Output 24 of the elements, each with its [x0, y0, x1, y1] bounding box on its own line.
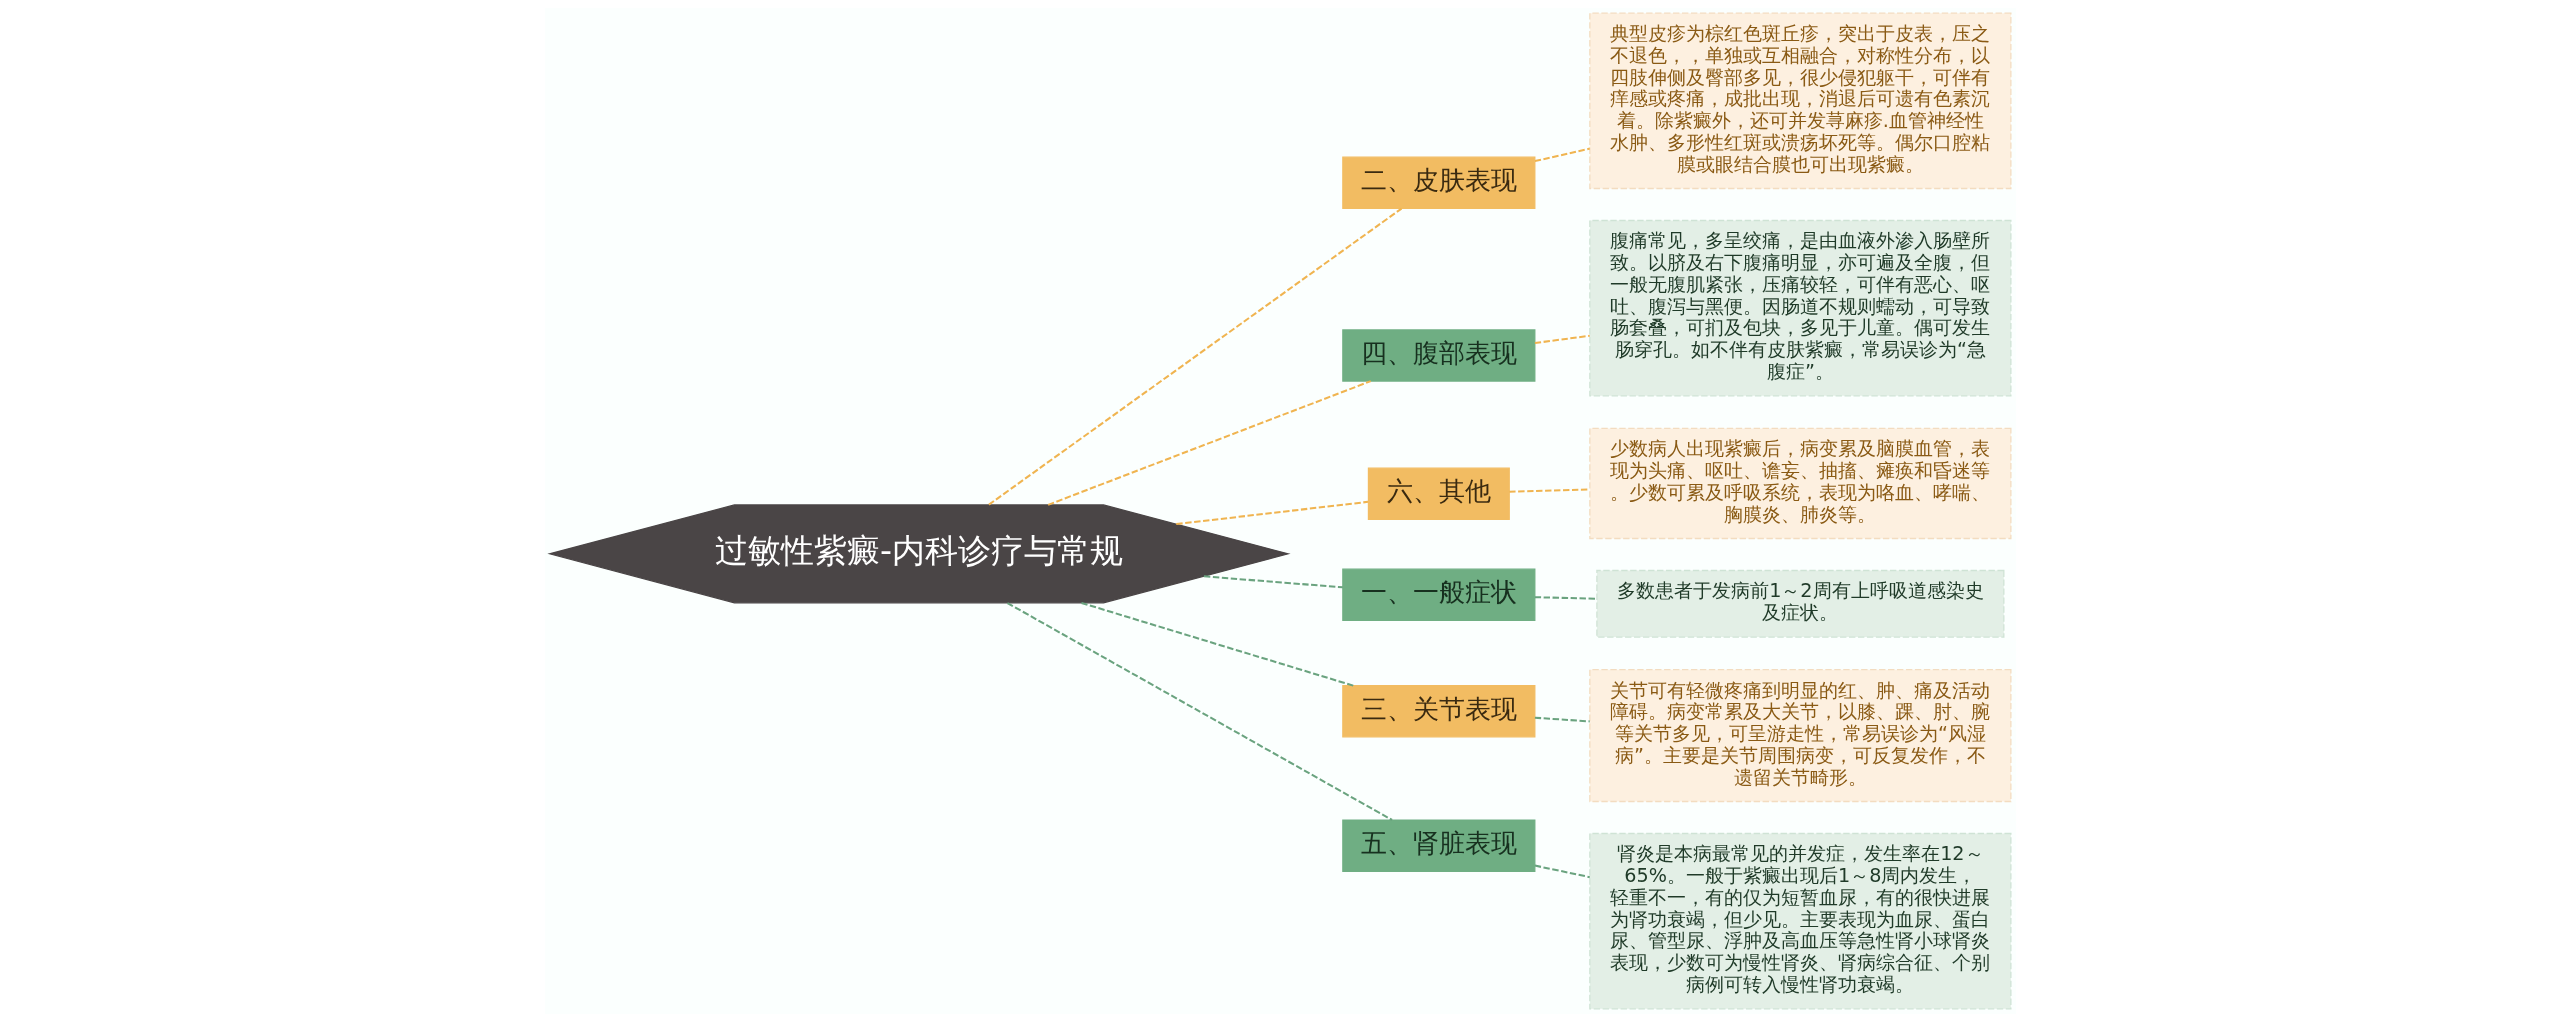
connector: [1534, 864, 1590, 879]
connector: [1534, 596, 1597, 600]
connector: [987, 207, 1402, 506]
connector: [1006, 602, 1393, 821]
connector: [1080, 601, 1354, 687]
connector: [1203, 575, 1343, 589]
connector: [1508, 488, 1590, 493]
node-box: 五、肾脏表现: [1341, 819, 1535, 872]
connector: [1534, 147, 1590, 163]
node-box: 六、其他: [1367, 467, 1510, 520]
node-box: 多数患者于发病前1～2周有上呼吸道感染史及症状。: [1595, 569, 2004, 638]
node-box: 一、一般症状: [1341, 568, 1535, 622]
node-box: 四、腹部表现: [1341, 329, 1535, 382]
connector: [1175, 500, 1368, 526]
connector: [1047, 380, 1371, 506]
node-box: 二、皮肤表现: [1341, 156, 1535, 209]
node-box: 关节可有轻微疼痛到明显的红、肿、痛及活动障碍。病变常累及大关节，以膝、踝、肘、腕等关节多见，可呈游走性，常易误诊为“风湿病”。主要是关节周围病变，可反复发作，不遗留关节畸形。: [1588, 669, 2012, 803]
connector: [1534, 334, 1590, 345]
node-box: 三、关节表现: [1341, 685, 1535, 738]
node-box: 典型皮疹为棕红色斑丘疹，突出于皮表，压之不退色，，单独或互相融合，对称性分布，以四肢伸侧及臀部多见，很少侵犯躯干，可伴有痒感或疼痛，成批出现，消退后可遗有色素沉着。除紫癜外，还可并发荨麻疹.血管神经性水肿、多形性红斑或溃疡坏死等。偶尔口腔粘膜或眼结合膜也可出现紫癜。: [1588, 12, 2012, 190]
node-box: 腹痛常见，多呈绞痛，是由血液外渗入肠壁所致。以脐及右下腹痛明显，亦可遍及全腹，但一般无腹肌紧张，压痛较轻，可伴有恶心、呕吐、腹泻与黑便。因肠道不规则蠕动，可导致肠套叠，可扪及包块，多见于儿童。偶可发生肠穿孔。如不伴有皮肤紫癜，常易误诊为“急腹症”。: [1588, 219, 2012, 397]
connector: [1534, 716, 1590, 723]
node-box: 少数病人出现紫癜后，病变累及脑膜血管，表现为头痛、呕吐、谵妄、抽搐、瘫痪和昏迷等。少数可累及呼吸系统，表现为咯血、哮喘、胸膜炎、肺炎等。: [1588, 427, 2012, 540]
node-box: 肾炎是本病最常见的并发症，发生率在12～65%。一般于紫癜出现后1～8周内发生，轻重不一，有的仅为短暂血尿，有的很快进展为肾功衰竭，但少见。主要表现为血尿、蛋白尿、管型尿、浮肿及高血压等急性肾小球肾炎表现，少数可为慢性肾炎、肾病综合征、个别病例可转入慢性肾功衰竭。: [1588, 832, 2012, 1010]
